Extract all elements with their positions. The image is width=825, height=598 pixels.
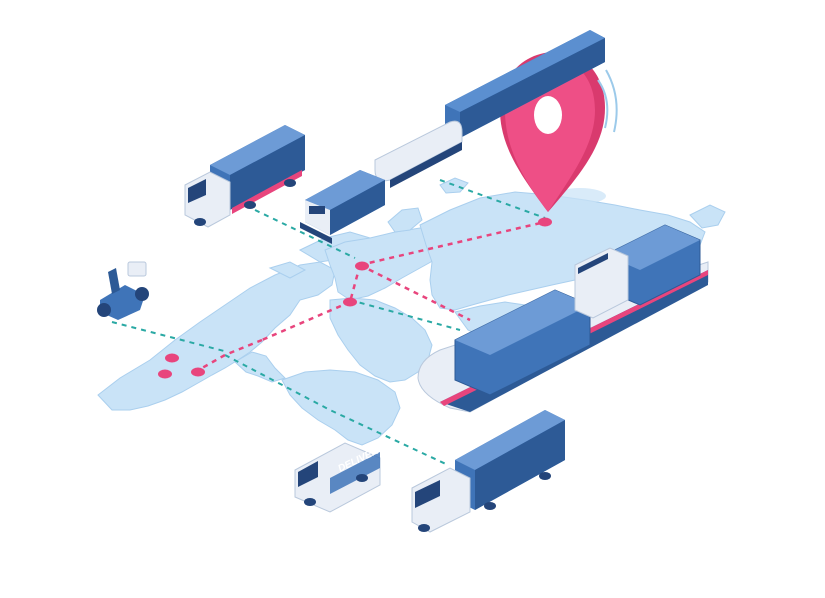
cargo-ship-icon — [417, 224, 709, 413]
semi-truck-icon — [411, 410, 565, 533]
routes — [111, 179, 546, 466]
truck-icon — [184, 125, 305, 228]
route-dots — [158, 217, 552, 379]
teal-routes — [111, 179, 546, 466]
scooter-icon — [97, 261, 149, 320]
train-icon — [300, 30, 605, 244]
pink-routes — [194, 220, 546, 374]
delivery-van-icon: DELIVERY — [294, 442, 387, 513]
